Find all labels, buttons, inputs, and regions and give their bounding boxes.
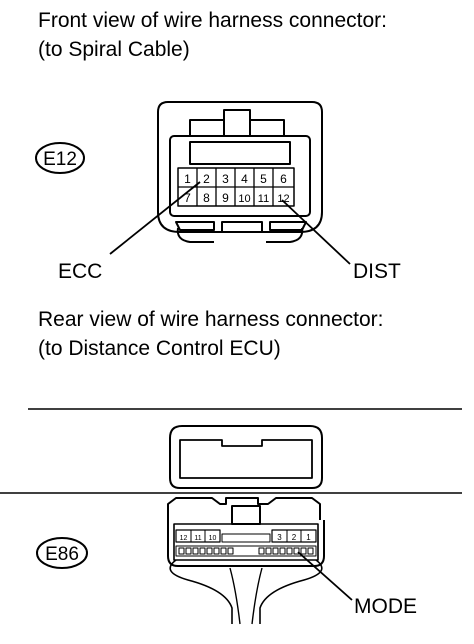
- e12-pin-9: 9: [222, 191, 229, 205]
- e12-pin-5: 5: [260, 172, 267, 186]
- e12-pin-3: 3: [222, 172, 229, 186]
- front-view-caption-line2: (to Spiral Cable): [38, 38, 190, 61]
- e86-terminal-row: [175, 545, 317, 557]
- e12-code-oval: [35, 142, 85, 174]
- e12-pin-6: 6: [280, 172, 287, 186]
- e12-connector-body: [157, 101, 323, 243]
- dist-leader-line: [281, 199, 351, 265]
- ecc-label: ECC: [58, 260, 102, 283]
- e86-pin-10: 10: [209, 535, 217, 542]
- e86-connector-body: [167, 497, 325, 625]
- e86-upper-housing: [169, 425, 323, 489]
- e86-pin-3: 3: [277, 533, 282, 542]
- e12-pin-12: 12: [277, 193, 289, 205]
- e12-pin-1: 1: [184, 172, 191, 186]
- ecc-leader-line: [109, 181, 201, 255]
- e86-code-oval: [36, 537, 88, 569]
- mode-label: MODE: [354, 595, 417, 618]
- e12-connector-code: E12: [43, 149, 77, 170]
- e86-pin-12: 12: [180, 535, 188, 542]
- mode-leader-line: [297, 551, 353, 601]
- e12-pin-4: 4: [241, 172, 248, 186]
- dist-label: DIST: [353, 260, 401, 283]
- e86-connector-code: E86: [45, 544, 79, 565]
- e12-pin-2: 2: [203, 172, 210, 186]
- e12-pin-11: 11: [258, 193, 269, 205]
- e12-pin-7: 7: [184, 191, 191, 205]
- rear-view-caption-line2: (to Distance Control ECU): [38, 337, 281, 360]
- e86-pin-1: 1: [306, 533, 311, 542]
- front-view-caption: Front view of wire harness connector: (t…: [38, 6, 387, 64]
- rear-view-caption-line1: Rear view of wire harness connector:: [38, 308, 384, 331]
- e12-pin-8: 8: [203, 191, 210, 205]
- e12-pin-10: 10: [238, 193, 250, 205]
- e86-pin-11: 11: [194, 535, 201, 542]
- rear-view-caption: Rear view of wire harness connector: (to…: [38, 305, 384, 363]
- front-view-caption-line1: Front view of wire harness connector:: [38, 9, 387, 32]
- e86-pin-2: 2: [292, 533, 297, 542]
